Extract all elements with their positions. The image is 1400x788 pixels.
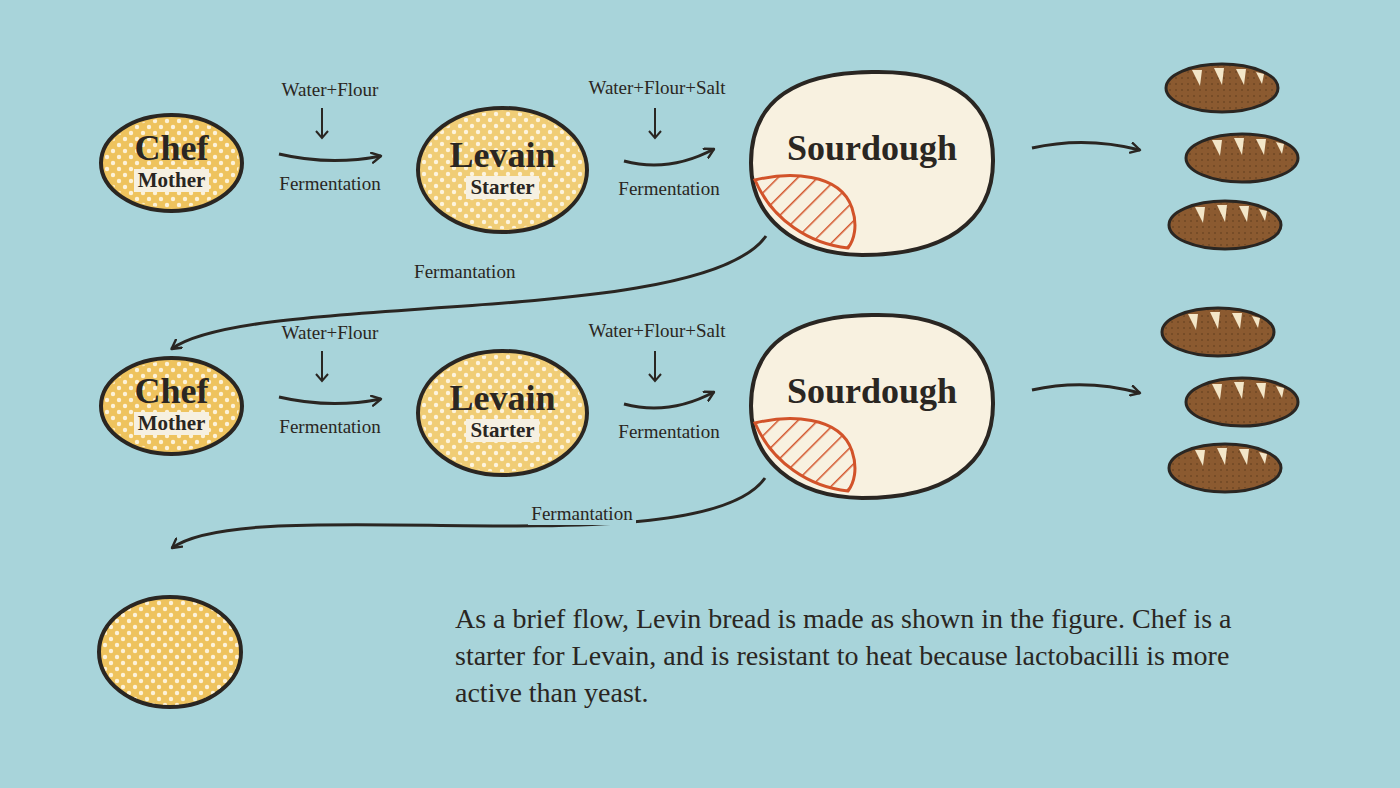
edge-label: Fermentation	[618, 422, 719, 443]
ingredient-label: Water+Flour	[282, 323, 379, 344]
flow-arrow	[279, 397, 381, 404]
starter-circle: ChefMother	[98, 355, 245, 457]
flow-arrow	[172, 236, 767, 349]
edge-label: Fermentation	[279, 174, 380, 195]
starter-circle: ChefMother	[98, 112, 245, 214]
dough-blob: Sourdough	[748, 68, 996, 258]
node-subtitle: Starter	[466, 176, 538, 199]
flow-arrow	[279, 154, 381, 161]
node-subtitle: Mother	[134, 169, 210, 192]
starter-circle: LevainStarter	[415, 348, 590, 478]
step-label: Fermantation	[528, 504, 635, 525]
flow-arrow	[624, 149, 714, 165]
node-title: Chef	[135, 373, 209, 411]
node-title: Levain	[449, 137, 555, 175]
edge-label: Fermentation	[279, 417, 380, 438]
ingredient-label: Water+Flour+Salt	[588, 78, 725, 99]
ingredient-label: Water+Flour	[282, 80, 379, 101]
caption: As a brief flow, Levin bread is made as …	[455, 600, 1295, 711]
node-title: Levain	[449, 380, 555, 418]
node-subtitle: Mother	[134, 412, 210, 435]
flow-arrow	[624, 392, 714, 408]
edge-label: Fermantation	[411, 262, 518, 283]
node-title: Sourdough	[787, 130, 957, 168]
starter-circle: LevainStarter	[415, 105, 590, 235]
node-subtitle: Starter	[466, 419, 538, 442]
ingredient-label: Water+Flour+Salt	[588, 321, 725, 342]
node-title: Sourdough	[787, 373, 957, 411]
node-title: Chef	[135, 130, 209, 168]
dough-blob: Sourdough	[748, 311, 996, 501]
edge-label: Fermentation	[618, 179, 719, 200]
